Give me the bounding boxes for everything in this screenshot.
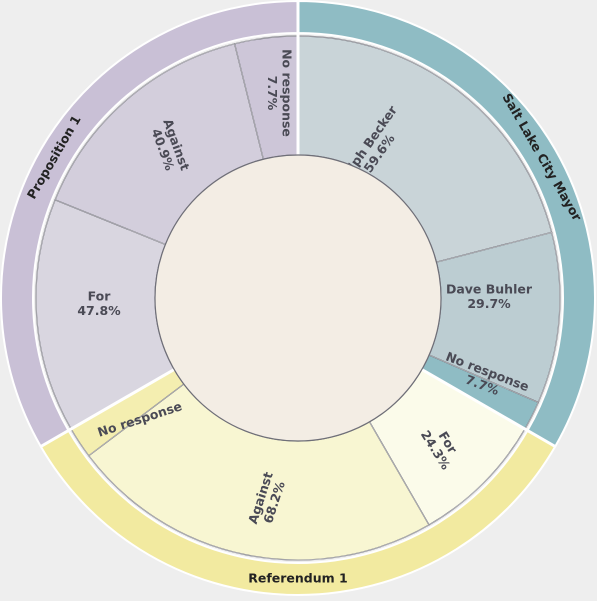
center-circle xyxy=(154,154,442,442)
salt-lake-city-mayor-dave-buhler-name-text: Dave Buhler xyxy=(446,282,533,297)
group-separator-3 xyxy=(40,368,175,448)
proposition-1-no-response-value-text: 7.7% xyxy=(265,76,280,111)
proposition-1-no-response-name-text: No response xyxy=(280,49,295,137)
salt-lake-city-mayor-dave-buhler-value-text: 29.7% xyxy=(467,296,511,311)
proposition-1-for-value-text: 47.8% xyxy=(77,303,121,318)
referendum-1-label: Referendum 1 xyxy=(248,571,347,586)
proposition-1-no-response-label: No response7.7% xyxy=(265,49,294,137)
proposition-1-for-name-text: For xyxy=(88,289,112,304)
group-separator-2 xyxy=(421,368,556,448)
